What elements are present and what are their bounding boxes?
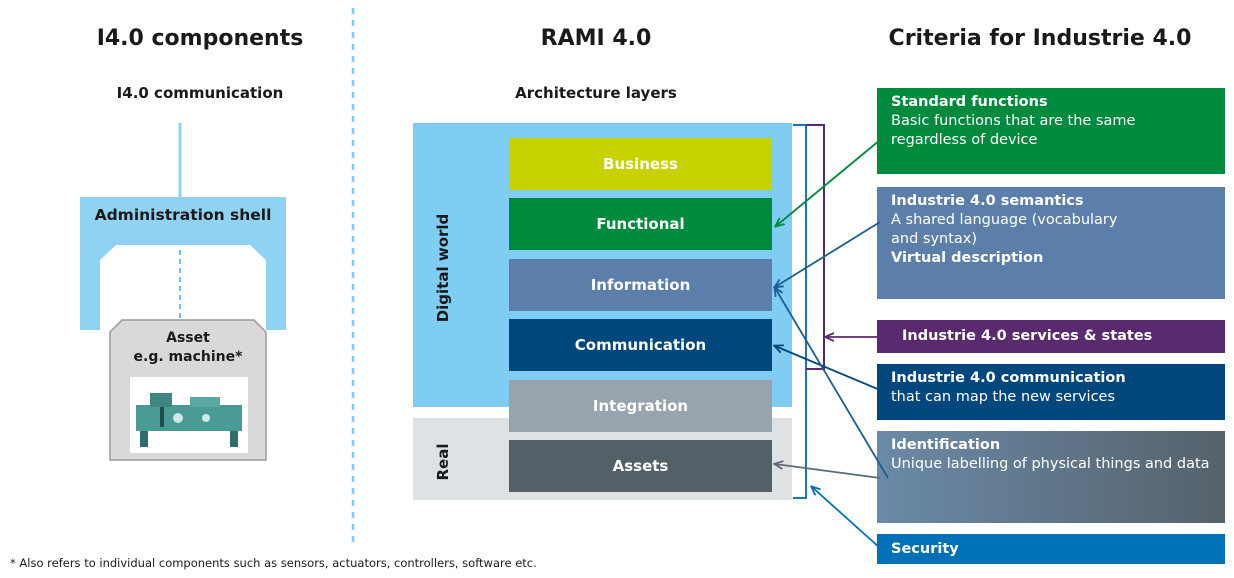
column-divider xyxy=(351,8,355,548)
asset-label-line2: e.g. machine* xyxy=(133,349,243,365)
layer-communication: Communication xyxy=(509,319,772,371)
footnote: * Also refers to individual components s… xyxy=(10,556,537,570)
criteria-title: Industrie 4.0 services & states xyxy=(902,328,1153,344)
administration-shell-label: Administration shell xyxy=(94,206,272,224)
services-bracket xyxy=(806,124,825,370)
real-label: Real xyxy=(434,443,452,481)
layer-functional: Functional xyxy=(509,198,772,250)
machine-image xyxy=(136,393,242,447)
criteria-description: A shared language (vocabulary and syntax… xyxy=(891,212,1118,247)
criteria-description: Unique labelling of physical things and … xyxy=(891,456,1210,472)
criteria-security: Security xyxy=(877,534,1225,564)
criteria-semantics: Industrie 4.0 semantics A shared languag… xyxy=(877,187,1225,299)
criteria-title: Industrie 4.0 semantics xyxy=(891,193,1084,209)
criteria-description: that can map the new services xyxy=(891,389,1116,405)
criteria-communication: Industrie 4.0 communication that can map… xyxy=(877,364,1225,420)
i40-communication-subheading: I4.0 communication xyxy=(116,84,284,102)
criteria-description: Basic functions that are the same regard… xyxy=(891,113,1136,148)
layer-integration: Integration xyxy=(509,380,772,432)
criteria-heading: Criteria for Industrie 4.0 xyxy=(888,26,1192,51)
criteria-standard-functions: Standard functions Basic functions that … xyxy=(877,88,1225,174)
asset-label-line1: Asset xyxy=(166,330,210,346)
criteria-title: Identification xyxy=(891,437,1001,453)
digital-world-label: Digital world xyxy=(434,213,452,323)
criteria-identification: Identification Unique labelling of physi… xyxy=(877,431,1225,523)
criteria-title: Standard functions xyxy=(891,94,1048,110)
layer-business: Business xyxy=(509,138,772,190)
architecture-layers-subheading: Architecture layers xyxy=(515,84,677,102)
criteria-services-states: Industrie 4.0 services & states xyxy=(877,320,1225,353)
security-bracket xyxy=(793,124,807,499)
criteria-title: Security xyxy=(891,541,959,557)
asset-label: Asset e.g. machine* xyxy=(110,329,266,367)
criteria-extra: Virtual description xyxy=(891,250,1044,266)
administration-shell-shape xyxy=(80,197,286,330)
layer-assets: Assets xyxy=(509,440,772,492)
arrow-security xyxy=(812,487,881,549)
i40-components-heading: I4.0 components xyxy=(96,26,304,51)
criteria-title: Industrie 4.0 communication xyxy=(891,370,1126,386)
rami-heading: RAMI 4.0 xyxy=(540,26,652,51)
administration-shell-graphic xyxy=(80,123,286,461)
layer-information: Information xyxy=(509,259,772,311)
